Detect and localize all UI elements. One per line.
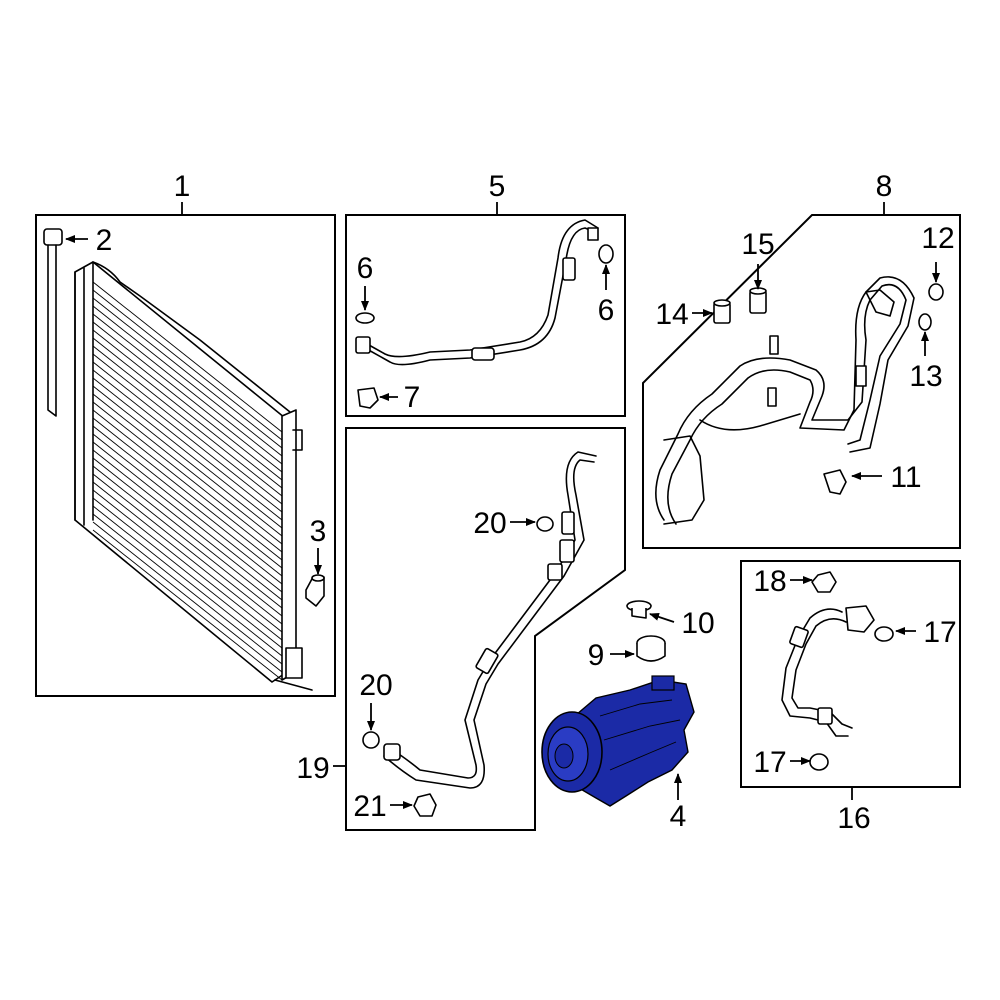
o-ring-6-right-drawing — [598, 244, 614, 264]
condenser-fin — [92, 417, 283, 569]
condenser-fin — [92, 353, 283, 505]
callout-3: 3 — [310, 515, 327, 548]
callout-5: 5 — [489, 170, 506, 203]
callout-8: 8 — [876, 170, 893, 203]
compressor-drawing — [541, 675, 695, 807]
condenser-fin — [92, 513, 283, 665]
nut-7-drawing — [357, 387, 379, 409]
callout-12: 12 — [921, 222, 954, 255]
condenser-fin — [92, 297, 283, 449]
condenser-drawing — [74, 261, 313, 691]
callout-13: 13 — [909, 360, 942, 393]
callout-19: 19 — [296, 752, 329, 785]
condenser-group-box — [35, 214, 336, 697]
nut-14-drawing — [713, 299, 731, 324]
condenser-fin — [92, 377, 283, 529]
hose-16-group-box — [740, 560, 961, 788]
condenser-fin — [92, 313, 283, 465]
callout-1: 1 — [174, 170, 191, 203]
condenser-fin — [92, 521, 283, 673]
callout-17-top: 17 — [923, 616, 956, 649]
cap-15-drawing — [749, 287, 767, 314]
condenser-fin — [92, 329, 283, 481]
condenser-fin — [92, 361, 283, 513]
cap-9-drawing — [636, 635, 666, 662]
condenser-fin — [92, 289, 283, 441]
callout-15: 15 — [741, 228, 774, 261]
hose-16-drawing — [781, 605, 875, 737]
callout-14: 14 — [655, 298, 688, 331]
condenser-fin — [92, 425, 283, 577]
o-ring-20-bottom-drawing — [362, 731, 380, 749]
callout-20-bottom: 20 — [359, 669, 392, 702]
condenser-fin — [92, 401, 283, 553]
condenser-fin — [92, 489, 283, 641]
condenser-fin — [92, 441, 283, 593]
hose-19-group-box — [345, 427, 626, 831]
callout-11: 11 — [890, 461, 921, 494]
condenser-fin — [92, 505, 283, 657]
condenser-fin — [92, 409, 283, 561]
callout-4: 4 — [670, 800, 687, 833]
condenser-fin — [92, 473, 283, 625]
callout-20-top: 20 — [473, 507, 506, 540]
condenser-fin — [92, 457, 283, 609]
hose-19-drawing — [383, 451, 597, 789]
callout-18: 18 — [753, 565, 786, 598]
nut-21-drawing — [413, 793, 437, 817]
condenser-fin — [92, 385, 283, 537]
condenser-fin — [92, 497, 283, 649]
condenser-fin — [92, 345, 283, 497]
hose-8-group-box — [642, 214, 961, 549]
condenser-fin — [92, 369, 283, 521]
o-ring-17-top-drawing — [874, 626, 894, 642]
o-ring-20-top-drawing — [536, 516, 554, 532]
o-ring-17-bottom-drawing — [809, 753, 829, 771]
condenser-fin — [92, 337, 283, 489]
drier-cartridge-drawing — [43, 228, 63, 417]
callout-7: 7 — [404, 381, 421, 414]
callout-9: 9 — [588, 639, 605, 672]
callout-6-right: 6 — [598, 294, 615, 327]
o-ring-12-drawing — [928, 283, 944, 301]
condenser-fin — [92, 433, 283, 585]
hose-5-group-box — [345, 214, 626, 417]
hose-8-drawing — [655, 276, 915, 525]
nut-18-drawing — [811, 571, 837, 593]
condenser-fin — [92, 529, 283, 681]
hose-5-drawing — [355, 219, 599, 366]
callout-16: 16 — [837, 802, 870, 835]
o-ring-6-left-drawing — [355, 312, 375, 324]
callout-10: 10 — [681, 607, 714, 640]
clip-11-drawing — [823, 469, 847, 495]
callout-17-bottom: 17 — [753, 746, 786, 779]
valve-10-drawing — [626, 600, 652, 619]
condenser-fin — [92, 449, 283, 601]
condenser-fin — [92, 281, 283, 433]
condenser-fin — [92, 305, 283, 457]
condenser-fin — [92, 321, 283, 473]
condenser-fin — [92, 393, 283, 545]
callout-21: 21 — [353, 790, 386, 823]
condenser-fin — [92, 465, 283, 617]
drier-plug-drawing — [305, 574, 325, 607]
condenser-fin — [92, 481, 283, 633]
callout-2: 2 — [96, 224, 113, 257]
o-ring-13-drawing — [918, 313, 932, 331]
callout-6-left: 6 — [357, 252, 374, 285]
